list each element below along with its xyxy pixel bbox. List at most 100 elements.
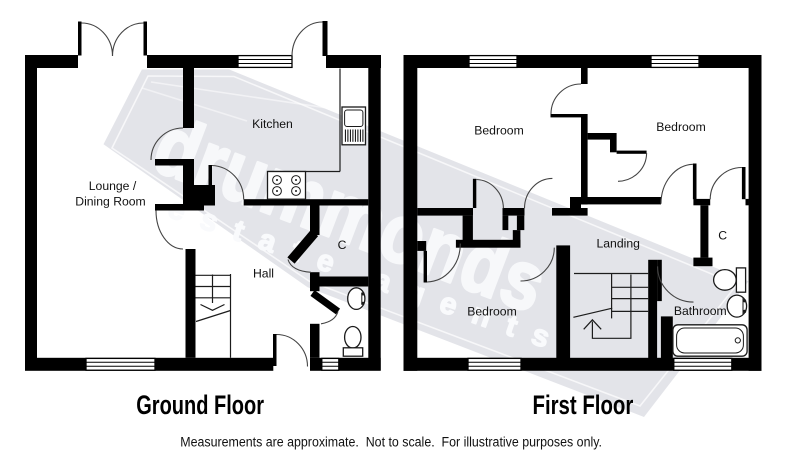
french-doors bbox=[78, 21, 147, 57]
wall bbox=[693, 198, 711, 206]
wall bbox=[183, 159, 194, 205]
shape-rect bbox=[266, 170, 307, 200]
shape-path bbox=[291, 21, 323, 57]
shape-rect bbox=[208, 165, 212, 200]
wall bbox=[745, 198, 749, 206]
shape-path bbox=[520, 247, 555, 282]
door bbox=[550, 83, 582, 118]
wall bbox=[581, 68, 588, 84]
shape-ellipse bbox=[726, 294, 748, 318]
wall bbox=[368, 55, 381, 371]
door bbox=[472, 178, 504, 209]
shape-rect bbox=[616, 150, 647, 154]
stairs bbox=[573, 272, 649, 339]
room-label-landing: Landing bbox=[597, 236, 640, 250]
watermark-band-keyline bbox=[110, 75, 739, 407]
toilet-symbol bbox=[712, 267, 747, 293]
wall bbox=[462, 215, 473, 248]
shape-rect bbox=[78, 21, 82, 56]
door bbox=[155, 210, 184, 250]
shape-path bbox=[550, 83, 582, 115]
hob-symbol bbox=[266, 170, 307, 200]
room-label-lounge-line2: Dining Room bbox=[75, 195, 145, 209]
wall bbox=[700, 205, 709, 258]
wall bbox=[243, 199, 369, 206]
shape-path bbox=[660, 163, 693, 204]
wall bbox=[581, 197, 661, 205]
window-symbol bbox=[468, 54, 518, 69]
wall bbox=[417, 208, 473, 216]
shape-rect bbox=[672, 324, 748, 357]
shape-circle bbox=[743, 299, 747, 303]
shape-circle bbox=[361, 301, 365, 305]
wall bbox=[648, 259, 658, 358]
shape-line bbox=[310, 290, 341, 315]
shape-circle bbox=[295, 190, 297, 192]
wall bbox=[403, 55, 418, 371]
shape-polyline bbox=[583, 318, 602, 330]
shape-circle bbox=[734, 337, 741, 344]
wall bbox=[693, 257, 713, 267]
wall bbox=[570, 197, 581, 209]
shape-rect bbox=[423, 250, 427, 283]
wall bbox=[185, 249, 196, 358]
room-label-kitchen: Kitchen bbox=[252, 117, 293, 131]
shape-rect bbox=[692, 163, 697, 200]
shape-path bbox=[657, 266, 694, 303]
window-symbol bbox=[85, 357, 156, 371]
wall bbox=[660, 316, 673, 358]
wall bbox=[552, 208, 588, 216]
shape-rect bbox=[676, 327, 744, 354]
shape-circle bbox=[295, 179, 297, 181]
wall bbox=[155, 204, 204, 211]
shape-rect bbox=[342, 347, 364, 357]
shape-rect bbox=[673, 357, 733, 371]
room-label-cupboard-first: C bbox=[718, 229, 727, 243]
wall bbox=[556, 245, 571, 358]
basin-symbol bbox=[726, 294, 748, 318]
disclaimer-text: Measurements are approximate. Not to sca… bbox=[180, 434, 602, 450]
wall bbox=[587, 133, 611, 140]
wall bbox=[417, 241, 427, 251]
room-label-bedroom3: Bedroom bbox=[467, 304, 516, 318]
shape-path bbox=[320, 311, 339, 325]
door bbox=[273, 333, 309, 367]
door bbox=[423, 243, 461, 283]
shape-path bbox=[211, 164, 245, 200]
shape-rect bbox=[467, 357, 522, 371]
shape-circle bbox=[272, 175, 282, 185]
shape-circle bbox=[276, 190, 278, 192]
wall bbox=[310, 357, 381, 371]
wall bbox=[155, 159, 194, 166]
door bbox=[520, 247, 555, 282]
door bbox=[287, 259, 312, 273]
door bbox=[291, 21, 328, 57]
stairs bbox=[195, 274, 232, 358]
wall bbox=[25, 55, 37, 371]
wall bbox=[657, 259, 662, 302]
shape-path bbox=[150, 127, 184, 161]
bathtub-symbol bbox=[672, 324, 748, 357]
shape-path bbox=[709, 166, 742, 200]
wall bbox=[183, 68, 194, 128]
wall bbox=[455, 239, 521, 248]
door bbox=[616, 150, 648, 182]
shape-path bbox=[476, 178, 504, 209]
room-label-cupboard-ground: C bbox=[338, 238, 347, 252]
shape-rect bbox=[468, 54, 518, 69]
window-symbol bbox=[467, 357, 522, 371]
shape-path bbox=[287, 259, 312, 273]
door bbox=[208, 164, 245, 200]
wall bbox=[502, 215, 509, 231]
ground-floor-plan: Lounge / Dining Room Kitchen Hall C bbox=[25, 21, 381, 371]
shape-path bbox=[276, 333, 309, 367]
shape-polyline bbox=[591, 274, 632, 339]
door bbox=[709, 166, 746, 200]
shape-rect bbox=[550, 114, 581, 118]
ground-floor-caption: Ground Floor bbox=[136, 390, 264, 419]
shape-circle bbox=[291, 175, 301, 185]
shape-ellipse bbox=[347, 287, 366, 311]
shape-rect bbox=[321, 357, 340, 371]
